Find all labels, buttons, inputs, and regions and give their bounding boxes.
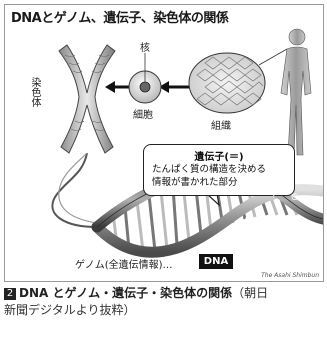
arrow-tissue-to-cell xyxy=(159,81,191,93)
tissue-shape xyxy=(189,49,287,113)
tissue-label: 組織 xyxy=(211,117,231,132)
genome-label: ゲノム(全遺伝情報)… xyxy=(75,256,173,271)
cell-shape xyxy=(129,53,161,103)
dna-base-label: C xyxy=(293,219,299,229)
caption-source-2: 新聞デジタルより抜粋） xyxy=(4,303,136,317)
dna-base-label: T xyxy=(271,189,277,199)
diagram-illustration xyxy=(5,5,323,281)
dna-base-label: A xyxy=(269,217,275,227)
gene-callout-title: 遺伝子(＝) xyxy=(144,148,294,163)
human-figure-icon xyxy=(281,29,311,155)
caption-source-1: （朝日 xyxy=(232,286,268,300)
dna-base-label: G xyxy=(291,193,298,203)
dna-base-label: C xyxy=(247,185,253,195)
caption-number-badge: 2 xyxy=(4,288,16,300)
chromosome-label: 染色体 xyxy=(29,77,39,107)
caption-title: DNA とゲノム・遺伝子・染色体の関係 xyxy=(19,286,232,300)
chromosome-shape xyxy=(59,45,115,153)
arrow-cell-to-chromosome xyxy=(105,81,129,93)
nucleus-label: 核 xyxy=(140,39,150,54)
cell-label: 細胞 xyxy=(133,106,153,121)
dna-label-badge: DNA xyxy=(199,254,233,269)
source-credit: The Asahi Shimbun xyxy=(261,272,319,279)
gene-callout-line-1: たんぱく質の構造を決める xyxy=(152,163,266,176)
figure-panel: DNAとゲノム、遺伝子、染色体の関係 xyxy=(4,4,324,282)
dna-base-label: G xyxy=(245,215,252,225)
